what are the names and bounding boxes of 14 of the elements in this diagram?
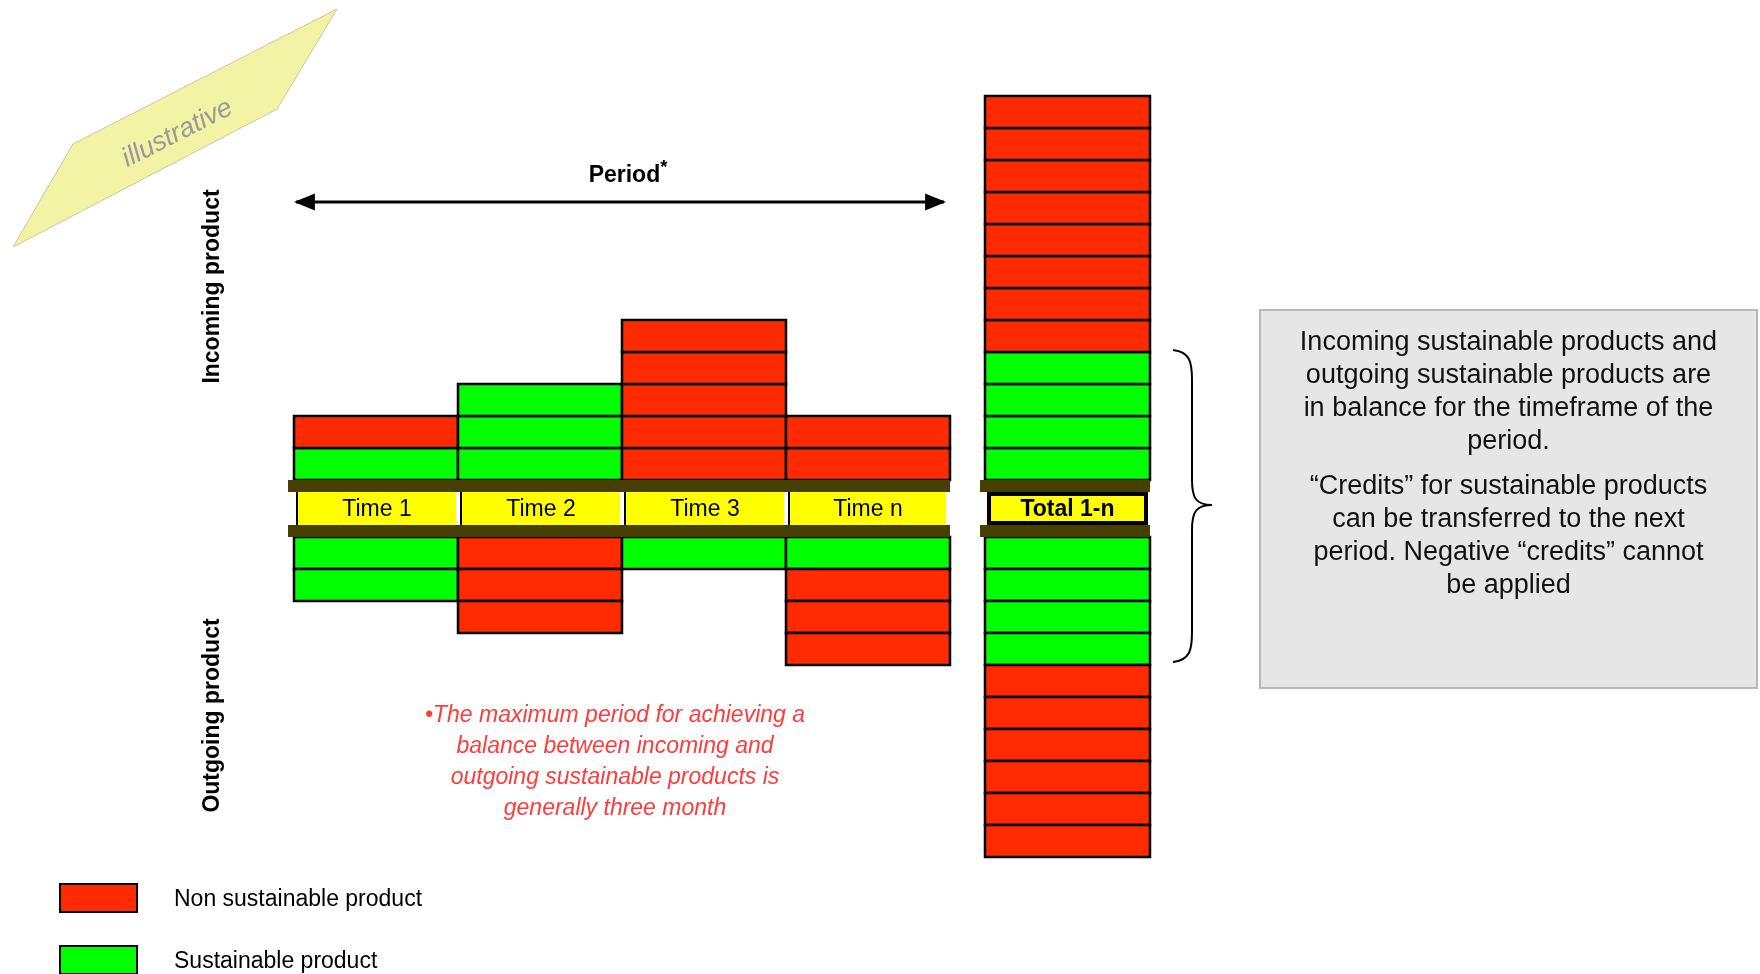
legend-label: Sustainable product [174, 947, 378, 974]
time-cell: Time 3 [624, 492, 784, 525]
total-cell: Total 1-n [987, 492, 1148, 525]
note-text: Incoming sustainable products and outgoing sustainable products are in balance for the timeframe of the period. [1298, 325, 1719, 457]
legend-label: Non sustainable product [174, 885, 423, 912]
note-box [1259, 309, 1758, 689]
note-text: •The maximum period for achieving a balance between incoming and outgoing sustainable products is generally three month [423, 700, 807, 822]
axis-label: Incoming product [197, 187, 225, 386]
note-text: “Credits” for sustainable products can be transferred to the next period. Negative “credits” cannot be applied [1308, 468, 1709, 601]
time-cell: Time 2 [460, 492, 620, 525]
time-cell: Time n [788, 492, 946, 525]
time-cell: Time 1 [296, 492, 456, 525]
axis-label: Outgoing product [197, 616, 225, 815]
dimension-label: Period$^{*}$ [587, 156, 669, 188]
